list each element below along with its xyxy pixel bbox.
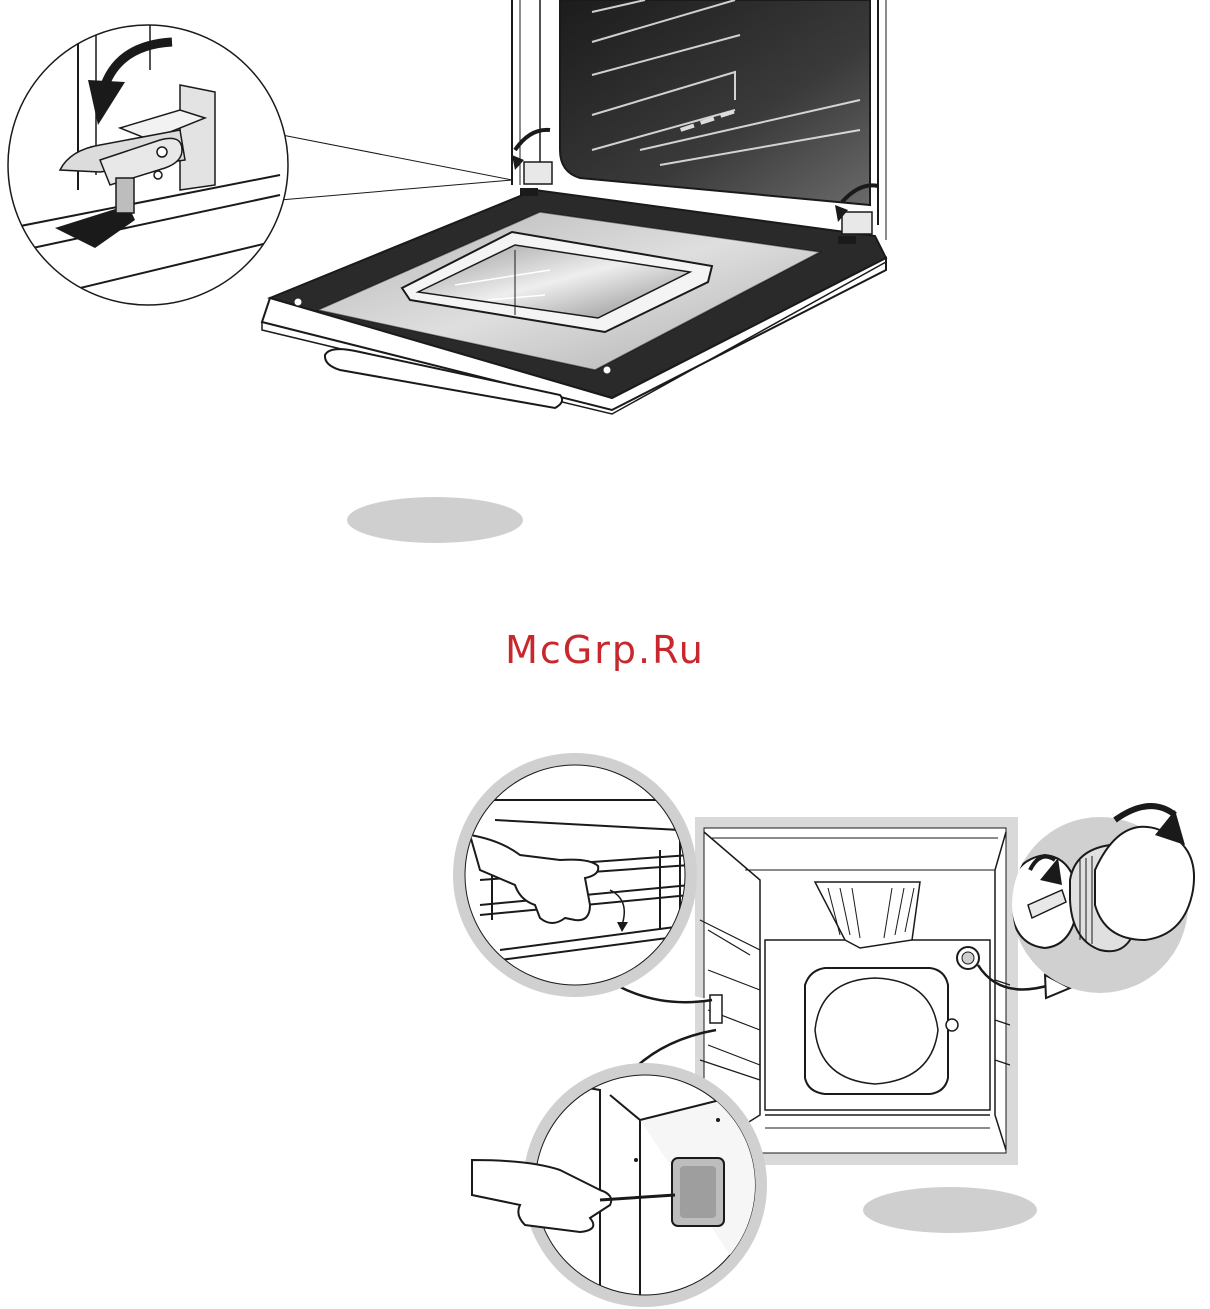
lever-rotate-arrow-icon [512,155,524,170]
side-panel-magnifier [472,1063,767,1307]
left-hinge [512,130,552,196]
oven-door-figure [0,0,886,543]
rack-removal-magnifier [453,753,697,997]
figure-label-badge [863,1187,1037,1233]
figure-label-badge [347,497,523,543]
oven-interior-figure [453,753,1194,1307]
hinge-detail-magnifier [0,0,288,305]
watermark-text: McGrp.Ru [0,628,1210,672]
lamp-cover-magnifier [1010,806,1194,993]
